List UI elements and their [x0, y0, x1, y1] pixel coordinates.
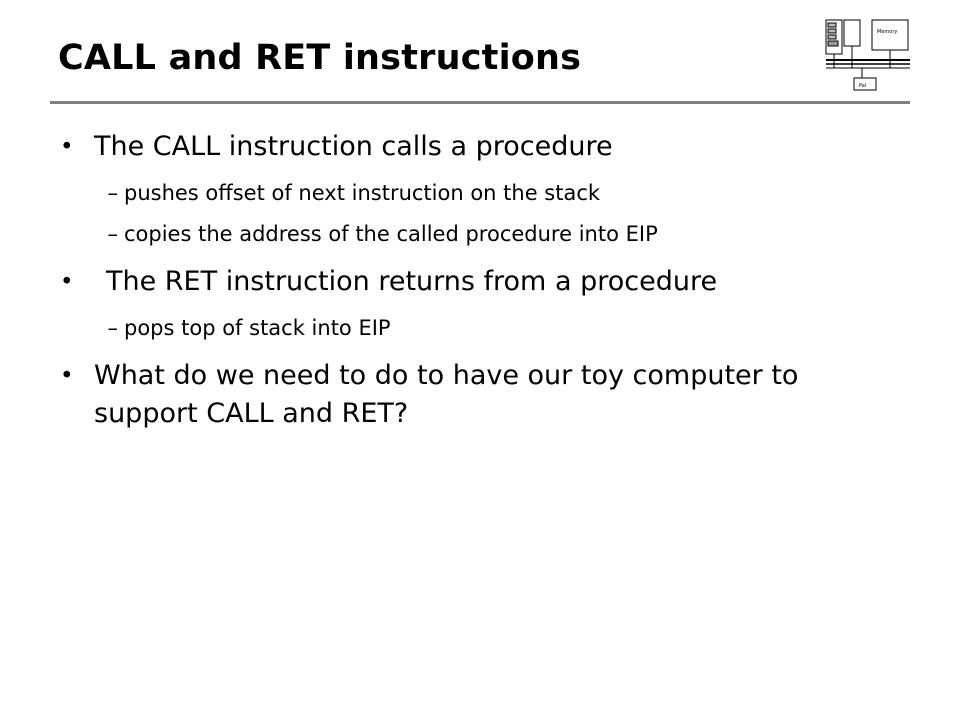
slide-title: CALL and RET instructions [58, 38, 582, 78]
slide-body: • The CALL instruction calls a procedure… [58, 128, 908, 445]
dash-marker: – [107, 222, 119, 246]
diagram-memory-label: Memory [877, 29, 897, 35]
bullet-item: • The RET instruction returns from a pro… [58, 263, 908, 301]
sub-item: – pushes offset of next instruction on t… [58, 178, 908, 208]
sub-text: copies the address of the called procedu… [124, 222, 658, 246]
diagram-io-label: Pal [859, 83, 866, 89]
bullet-text: The CALL instruction calls a procedure [94, 131, 613, 162]
bullet-marker: • [60, 363, 74, 389]
dash-marker: – [107, 181, 119, 205]
sub-text: pushes offset of next instruction on the… [124, 181, 601, 205]
bullet-item: • What do we need to do to have our toy … [58, 357, 908, 433]
diagram-memory-box [871, 19, 909, 51]
bullet-marker: • [60, 269, 74, 295]
bullet-text: The RET instruction returns from a proce… [106, 266, 718, 297]
sub-item: – pops top of stack into EIP [58, 313, 908, 343]
sub-item: – copies the address of the called proce… [58, 219, 908, 249]
sub-list: – pushes offset of next instruction on t… [58, 178, 908, 249]
sub-list: – pops top of stack into EIP [58, 313, 908, 343]
bullet-text: What do we need to do to have our toy co… [94, 360, 799, 429]
architecture-diagram-icon: Memory Pal [825, 19, 910, 91]
diagram-io-box [853, 77, 877, 91]
title-divider [50, 101, 910, 104]
sub-text: pops top of stack into EIP [124, 316, 391, 340]
dash-marker: – [107, 316, 119, 340]
bullet-marker: • [60, 134, 74, 160]
bullet-item: • The CALL instruction calls a procedure [58, 128, 908, 166]
diagram-control-box [843, 19, 861, 47]
